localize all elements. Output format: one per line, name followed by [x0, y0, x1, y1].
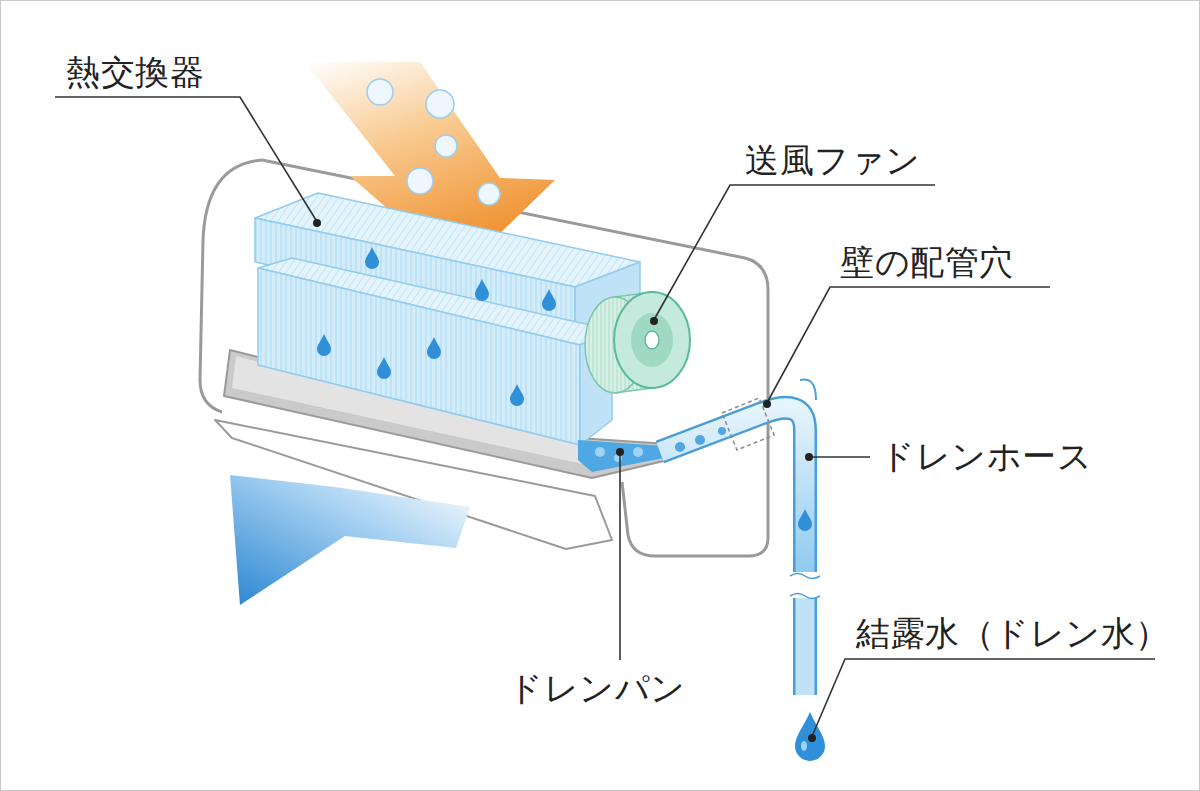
condensation-drops-part [475, 279, 489, 301]
condensation-drops-part [365, 247, 379, 269]
leader-dots-part [616, 448, 624, 456]
hose-break-mark [788, 574, 822, 599]
cool-air-arrow [230, 475, 470, 605]
leader-dots-part [763, 400, 771, 408]
callout-label: ドレンパン [508, 668, 686, 709]
water-in-pan-part [578, 440, 664, 472]
heat-exchanger [255, 193, 640, 445]
drain-hose-part [695, 435, 705, 445]
dust-particles-part [367, 79, 393, 105]
drain-hose [660, 379, 816, 695]
dust-particles-part [426, 90, 454, 118]
water-in-pan [578, 440, 664, 472]
callout-label: 壁の配管穴 [840, 242, 1014, 283]
hose-break-mark-part [790, 594, 820, 599]
drain-hose-part [793, 598, 817, 695]
leader-dots-part [808, 734, 816, 742]
leader-lines-part [768, 287, 1050, 401]
dust-particles-part [407, 168, 433, 194]
drain-hose-part [800, 379, 816, 400]
heat-exchanger-part [258, 268, 580, 445]
blower-fan [585, 292, 690, 393]
leader-dots-part [805, 453, 813, 461]
water-in-pan-part [595, 447, 605, 457]
drain-water-drop-part [795, 712, 825, 761]
blower-fan-part [645, 331, 659, 349]
condensation-drops-part [542, 289, 556, 311]
water-in-pan-part [633, 447, 643, 457]
wall-pipe-hole-part [722, 398, 774, 450]
condensation-drops [317, 247, 556, 406]
leader-dots [313, 219, 816, 742]
wall-pipe-hole [722, 398, 774, 450]
callout-label: ドレンホース [880, 436, 1092, 477]
drain-water-drop-part [801, 741, 807, 751]
condensation-drops-part [377, 357, 391, 379]
blower-fan-part [631, 313, 673, 367]
dust-particles-part [478, 183, 500, 205]
callout-label: 熱交換器 [66, 52, 204, 93]
hose-break-mark-part [790, 574, 820, 579]
condensation-drops-part [510, 384, 524, 406]
drain-hose-part [660, 408, 805, 572]
leader-lines-part [813, 659, 1155, 734]
callout-label: 結露水（ドレン水） [856, 613, 1170, 654]
leader-lines-part [55, 97, 316, 220]
condensation-drops-part [427, 337, 441, 359]
blower-fan-part [614, 292, 690, 388]
cool-air-arrow-part [230, 475, 470, 605]
callout-label: 送風ファン [745, 140, 921, 181]
dust-particles-part [435, 135, 457, 157]
condensation-drops-part [317, 334, 331, 356]
drain-water-drop [795, 712, 825, 761]
leader-dots-part [650, 317, 658, 325]
drain-hose-part [718, 427, 726, 435]
drain-hose-part [796, 598, 815, 695]
leader-dots-part [313, 219, 321, 227]
drain-hose-part [798, 509, 812, 531]
leader-lines-part [619, 452, 621, 660]
drain-hose-part [675, 442, 685, 452]
dust-particles [367, 79, 500, 205]
drain-hose-part [660, 408, 805, 572]
leader-lines-part [812, 456, 870, 458]
